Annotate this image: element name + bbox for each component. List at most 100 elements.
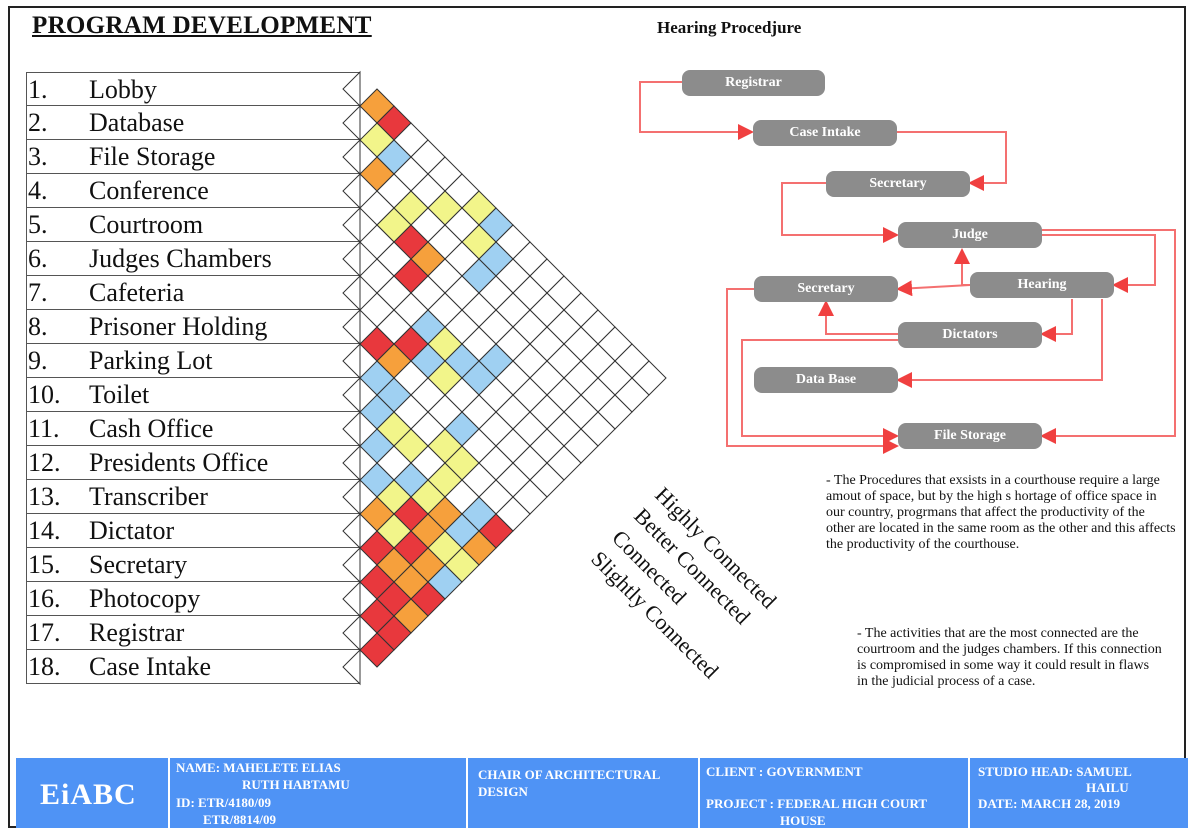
program-row: 1. Lobby bbox=[26, 72, 360, 106]
flow-title: Hearing Procedjure bbox=[657, 18, 802, 37]
program-number: 11. bbox=[28, 414, 60, 443]
program-number: 9. bbox=[28, 346, 48, 375]
row-marker bbox=[342, 240, 361, 278]
program-row: 15. Secretary bbox=[26, 548, 360, 582]
row-marker bbox=[342, 138, 361, 176]
program-number: 8. bbox=[28, 312, 48, 341]
studio-head-line-2: HAILU bbox=[1086, 780, 1129, 795]
program-label: Photocopy bbox=[89, 584, 201, 613]
row-marker bbox=[342, 206, 361, 244]
program-number: 5. bbox=[28, 210, 48, 239]
divider bbox=[968, 758, 970, 828]
studio-cell: STUDIO HEAD: SAMUEL HAILU DATE: MARCH 28… bbox=[978, 758, 1183, 828]
program-number: 14. bbox=[28, 516, 61, 545]
program-row: 18. Case Intake bbox=[26, 650, 360, 684]
client-cell: CLIENT : GOVERNMENT PROJECT : FEDERAL HI… bbox=[706, 758, 966, 828]
program-label: Prisoner Holding bbox=[89, 312, 268, 341]
program-number: 3. bbox=[28, 142, 48, 171]
logo-cell: EiABC bbox=[16, 758, 166, 828]
program-row: 11. Cash Office bbox=[26, 412, 360, 446]
program-row: 4. Conference bbox=[26, 174, 360, 208]
program-row: 14.Dictator bbox=[26, 514, 360, 548]
program-row: 2. Database bbox=[26, 106, 360, 140]
program-label: Registrar bbox=[89, 618, 185, 647]
row-marker bbox=[342, 342, 361, 380]
program-row: 6.Judges Chambers bbox=[26, 242, 360, 276]
row-marker bbox=[342, 274, 361, 312]
program-number: 2. bbox=[28, 108, 48, 137]
program-label: Conference bbox=[89, 176, 209, 205]
program-number: 4. bbox=[28, 176, 48, 205]
row-marker bbox=[342, 376, 361, 414]
program-row: 3. File Storage bbox=[26, 140, 360, 174]
program-row: 7. Cafeteria bbox=[26, 276, 360, 310]
program-label: Courtroom bbox=[89, 210, 204, 239]
program-number: 7. bbox=[28, 278, 48, 307]
program-number: 1. bbox=[28, 75, 48, 104]
flow-arrows bbox=[639, 81, 1176, 454]
divider bbox=[698, 758, 700, 828]
program-number: 18. bbox=[28, 652, 61, 681]
page-title: PROGRAM DEVELOPMENT bbox=[32, 12, 372, 39]
flow-box-judge: Judge bbox=[898, 222, 1042, 248]
chair-text: CHAIR OF ARCHITECTURAL DESIGN bbox=[478, 767, 660, 799]
adjacency-matrix bbox=[342, 70, 667, 686]
title-block: EiABC NAME: MAHELETE ELIAS RUTH HABTAMU … bbox=[16, 758, 1188, 828]
program-label: Parking Lot bbox=[89, 346, 213, 375]
program-row: 12.Presidents Office bbox=[26, 446, 360, 480]
program-label: Judges Chambers bbox=[89, 244, 272, 273]
program-number: 16. bbox=[28, 584, 61, 613]
id-line-2: ETR/8814/09 bbox=[203, 812, 276, 827]
program-label: Case Intake bbox=[89, 652, 212, 681]
program-row: 5. Courtroom bbox=[26, 208, 360, 242]
program-label: File Storage bbox=[89, 142, 216, 171]
project-line-2: HOUSE bbox=[780, 813, 826, 828]
flow-box-secretary-top: Secretary bbox=[826, 171, 970, 197]
row-marker bbox=[342, 512, 361, 550]
divider bbox=[168, 758, 170, 828]
program-number: 17. bbox=[28, 618, 61, 647]
divider bbox=[466, 758, 468, 828]
flow-box-case-intake: Case Intake bbox=[753, 120, 897, 146]
row-marker bbox=[342, 172, 361, 210]
program-label: Cafeteria bbox=[89, 278, 185, 307]
program-row: 13. Transcriber bbox=[26, 480, 360, 514]
row-marker bbox=[342, 546, 361, 584]
chair-cell: CHAIR OF ARCHITECTURAL DESIGN bbox=[478, 758, 698, 828]
row-marker bbox=[342, 104, 361, 142]
flow-box-dictators: Dictators bbox=[898, 322, 1042, 348]
program-row: 8. Prisoner Holding bbox=[26, 310, 360, 344]
school-logo: EiABC bbox=[40, 778, 137, 811]
program-label: Cash Office bbox=[89, 414, 214, 443]
name-line-1: NAME: MAHELETE ELIAS bbox=[176, 760, 341, 775]
row-marker bbox=[342, 478, 361, 516]
program-label: Secretary bbox=[89, 550, 188, 579]
row-marker bbox=[342, 444, 361, 482]
name-cell: NAME: MAHELETE ELIAS RUTH HABTAMU ID: ET… bbox=[176, 758, 466, 828]
row-marker bbox=[342, 580, 361, 618]
flow-box-data-base: Data Base bbox=[754, 367, 898, 393]
program-label: Lobby bbox=[89, 75, 157, 104]
flow-box-secretary-mid: Secretary bbox=[754, 276, 898, 302]
row-marker bbox=[342, 70, 361, 108]
list-left-border bbox=[26, 72, 27, 684]
note-procedures: - The Procedures that exsists in a court… bbox=[826, 473, 1176, 552]
program-number: 13. bbox=[28, 482, 61, 511]
program-row: 10.Toilet bbox=[26, 378, 360, 412]
program-row: 9. Parking Lot bbox=[26, 344, 360, 378]
program-label: Transcriber bbox=[89, 482, 208, 511]
matrix-cell-highly bbox=[359, 632, 395, 668]
row-marker bbox=[342, 410, 361, 448]
row-marker bbox=[342, 614, 361, 652]
id-line-1: ID: ETR/4180/09 bbox=[176, 795, 271, 810]
client-text: CLIENT : GOVERNMENT bbox=[706, 764, 863, 779]
program-label: Toilet bbox=[89, 380, 150, 409]
program-label: Database bbox=[89, 108, 185, 137]
program-number: 15. bbox=[28, 550, 61, 579]
row-marker bbox=[342, 308, 361, 346]
program-label: Presidents Office bbox=[89, 448, 269, 477]
studio-head-line-1: STUDIO HEAD: SAMUEL bbox=[978, 764, 1132, 779]
name-line-2: RUTH HABTAMU bbox=[242, 777, 350, 792]
flow-box-file-storage: File Storage bbox=[898, 423, 1042, 449]
program-list: 1. Lobby 2. Database 3. File Storage 4. Confere… bbox=[26, 72, 360, 684]
